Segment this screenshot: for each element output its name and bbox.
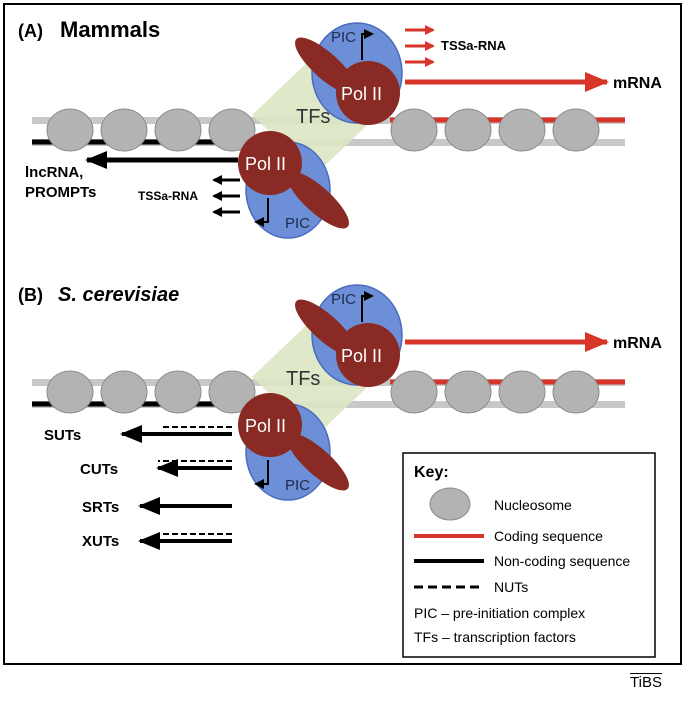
mrna-label-a: mRNA	[613, 75, 662, 92]
pol-ii-top-a-label: Pol II	[341, 84, 382, 104]
lncrna-label-line2: PROMPTs	[25, 184, 96, 201]
panel-a: (A) Mammals TFs Pol II PIC	[18, 17, 662, 239]
nucleosome	[154, 370, 202, 414]
key-coding-label: Coding sequence	[494, 528, 603, 544]
nucleosome	[498, 370, 546, 414]
panel-a-title: Mammals	[60, 17, 160, 42]
pol-ii-bottom-b	[238, 393, 302, 457]
nucleosome	[208, 108, 256, 152]
xuts-label: XUTs	[82, 533, 119, 550]
srts-label: SRTs	[82, 499, 119, 516]
nucleosome	[390, 108, 438, 152]
key-noncoding-label: Non-coding sequence	[494, 553, 630, 569]
panel-b-label: (B)	[18, 285, 43, 305]
nucleosome	[390, 370, 438, 414]
pol-ii-top-a	[336, 61, 400, 125]
transcript-xuts	[138, 532, 232, 550]
pic-bottom-b-label: PIC	[285, 477, 310, 494]
tss-arrow-top-a	[361, 29, 374, 60]
suts-label: SUTs	[44, 427, 81, 444]
tss-arrow-bottom-a	[254, 198, 269, 227]
tss-arrow-bottom-b	[254, 460, 269, 489]
nucleosome	[444, 370, 492, 414]
nucleosomes-b	[46, 370, 600, 414]
transcript-suts	[120, 425, 232, 443]
figure-frame	[3, 3, 682, 665]
tfs-label-b: TFs	[286, 368, 320, 390]
key-pic-def: PIC – pre-initiation complex	[414, 605, 585, 621]
key-nucleosome-swatch	[429, 487, 471, 521]
nucleosome	[46, 370, 94, 414]
nucleosome	[154, 108, 202, 152]
pol-ii-top-b	[336, 323, 400, 387]
tssa-rna-bottom-label: TSSa-RNA	[138, 189, 198, 203]
tssa-arrows-bottom	[212, 175, 240, 217]
pic-top-a-label: PIC	[331, 29, 356, 46]
tss-arrow-top-b	[361, 291, 374, 322]
pic-top-b-label: PIC	[331, 291, 356, 308]
transcript-cuts	[156, 459, 232, 477]
pol-ii-arm-bottom-a	[287, 171, 349, 229]
nucleosome	[100, 108, 148, 152]
key-tfs-def: TFs – transcription factors	[414, 629, 576, 645]
key-border	[402, 452, 656, 658]
nucleosomes-a	[46, 108, 600, 152]
key-nuts-label: NUTs	[494, 579, 528, 595]
pol-ii-arm-bottom-b	[287, 433, 349, 491]
pol-ii-bottom-b-label: Pol II	[245, 416, 286, 436]
nucleosome	[46, 108, 94, 152]
nucleosome	[552, 370, 600, 414]
mrna-label-b: mRNA	[613, 335, 662, 352]
pic-bottom-a-label: PIC	[285, 215, 310, 232]
nucleosome	[552, 108, 600, 152]
key-nucleosome-label: Nucleosome	[494, 497, 572, 513]
nucleosome	[100, 370, 148, 414]
pol-ii-top-b-label: Pol II	[341, 346, 382, 366]
panel-b: (B) S. cerevisiae TFs Pol II PIC m	[18, 284, 662, 550]
pol-ii-bottom-a	[238, 131, 302, 195]
tssa-rna-top-label: TSSa-RNA	[441, 38, 507, 53]
tssa-arrows-top	[405, 25, 435, 67]
cuts-label: CUTs	[80, 461, 118, 478]
key-title: Key:	[414, 464, 449, 481]
panel-b-title: S. cerevisiae	[58, 284, 179, 306]
pol-ii-bottom-a-label: Pol II	[245, 154, 286, 174]
nucleosome	[498, 108, 546, 152]
key-box: Key: Nucleosome Coding sequence Non-codi…	[402, 452, 656, 658]
panel-a-label: (A)	[18, 21, 43, 41]
nucleosome	[208, 370, 256, 414]
tfs-label-a: TFs	[296, 106, 330, 128]
lncrna-label-line1: lncRNA,	[25, 164, 83, 181]
nucleosome	[444, 108, 492, 152]
publisher-logo: TiBS	[630, 673, 662, 691]
